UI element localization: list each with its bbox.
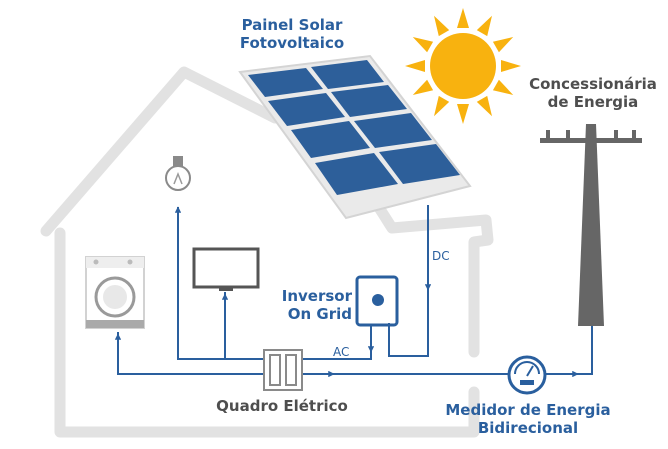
house-outline — [40, 66, 494, 438]
meter-icon — [507, 355, 547, 395]
inverter-icon — [355, 275, 399, 327]
washing-machine-icon — [85, 256, 145, 329]
tv-icon — [192, 247, 260, 291]
meter-label-line2: Bidirecional — [477, 419, 579, 437]
utility-label-line1: Concessionária — [529, 75, 657, 93]
dc-label: DC — [432, 249, 450, 263]
utility-label-line2: de Energia — [547, 93, 639, 111]
inverter-label: Inversor On Grid — [270, 287, 352, 323]
utility-pole-icon — [540, 124, 642, 326]
solar-panel — [238, 54, 472, 220]
meter-label: Medidor de Energia Bidirecional — [440, 401, 616, 437]
solar-panel-label-line1: Painel Solar — [241, 16, 343, 34]
breaker-panel-label: Quadro Elétrico — [216, 397, 348, 415]
inverter-label-line1: Inversor — [281, 287, 352, 305]
inverter-label-line2: On Grid — [287, 305, 352, 323]
light-bulb-icon — [165, 156, 191, 191]
solar-panel-label: Painel Solar Fotovoltaico — [230, 16, 354, 52]
wiring — [114, 205, 593, 378]
sun-icon — [405, 8, 521, 124]
ac-label: AC — [333, 345, 350, 359]
meter-label-line1: Medidor de Energia — [445, 401, 611, 419]
utility-label: Concessionária de Energia — [522, 75, 664, 111]
solar-panel-label-line2: Fotovoltaico — [239, 34, 345, 52]
breaker-icon — [263, 349, 303, 391]
